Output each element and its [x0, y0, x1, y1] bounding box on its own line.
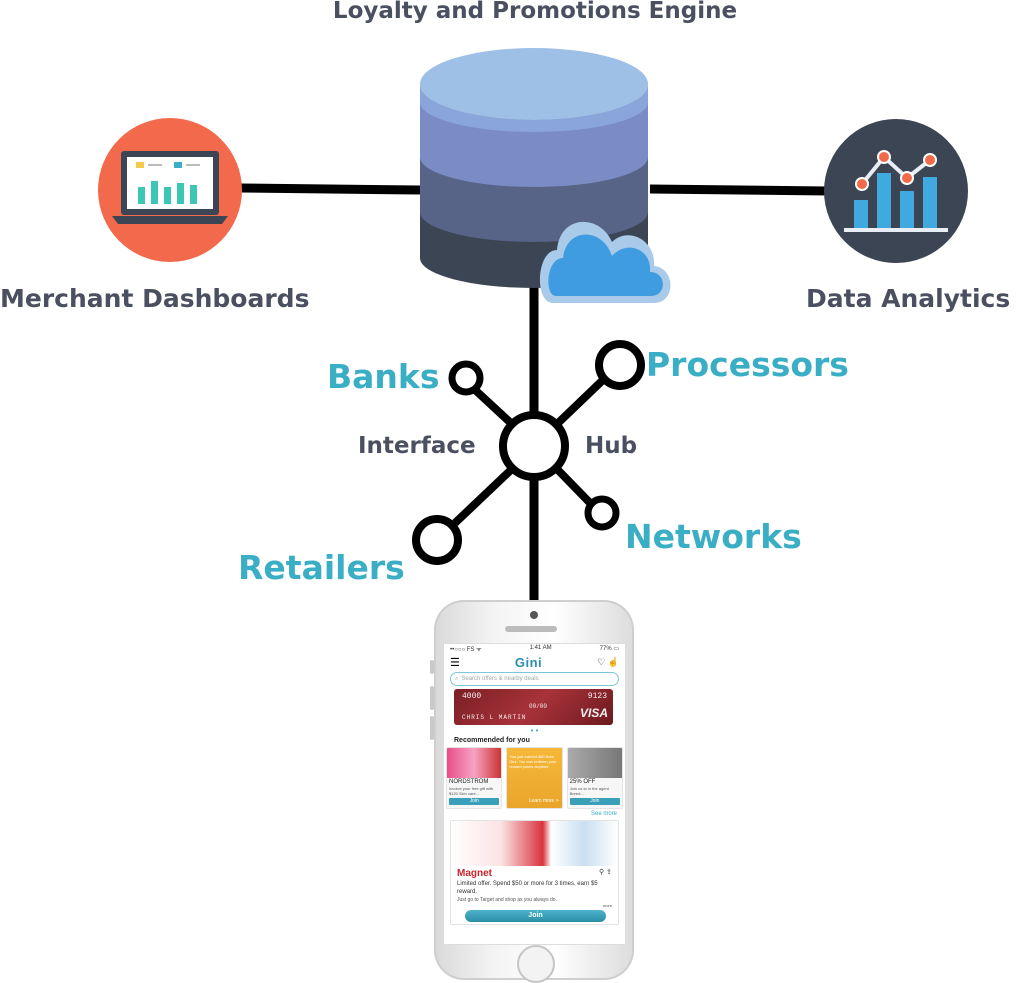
card-brand: VISA [579, 706, 608, 720]
status-bar: ••○○○ FS ᯤ 1:41 AM 77% ▭ [444, 644, 625, 655]
tile-desc: Join us to in the agent Breed... [569, 786, 609, 796]
offer-title: Magnet [457, 868, 492, 879]
phone-camera [530, 611, 538, 619]
offer-join-button[interactable]: Join [465, 910, 606, 922]
tile-join-button[interactable]: Join [449, 798, 500, 805]
networks-node [584, 495, 620, 531]
processors-label: Processors [646, 345, 849, 384]
search-input[interactable]: ⌕ Search offers & nearby deals [450, 672, 619, 686]
spoke-banks [470, 385, 516, 428]
search-placeholder: Search offers & nearby deals [461, 676, 539, 682]
carousel-dots: • • [530, 726, 539, 735]
banks-label: Banks [327, 357, 440, 396]
app-bar: ☰ Gini ♡ ☝ [444, 654, 625, 670]
banks-node [448, 360, 484, 396]
card-expiry: 00/00 [529, 703, 548, 710]
connector-left [239, 183, 421, 195]
retailers-label: Retailers [238, 548, 405, 587]
tile-join-button[interactable]: Join [569, 798, 620, 805]
location-icon[interactable]: ⚲ [599, 869, 605, 876]
data-analytics-label: Data Analytics [806, 284, 1011, 313]
search-icon: ⌕ [455, 675, 459, 682]
phone-screen: ••○○○ FS ᯤ 1:41 AM 77% ▭ ☰ Gini ♡ ☝ ⌕ Se… [443, 643, 626, 945]
hub-label-right: Hub [585, 433, 638, 459]
card-holder: CHRIS L MARTIN [462, 714, 527, 721]
tile-learn-more[interactable]: Learn more > [528, 798, 559, 804]
tile-brand: 25% OFF [569, 779, 596, 785]
cloud-icon [539, 221, 671, 303]
share-icon[interactable]: ⇪ [606, 869, 612, 876]
tile-image [447, 748, 502, 778]
tile-image [567, 748, 622, 778]
offer-image [451, 821, 618, 866]
recommended-tiles: NORDSTROM Invoice your free gift with $1… [446, 747, 623, 809]
tile-brand: NORDSTROM [449, 779, 489, 785]
spoke-processors [553, 375, 608, 428]
connector-right [649, 184, 829, 196]
networks-label: Networks [625, 517, 802, 556]
offer-description: Limited offer. Spend $50 or more for 3 t… [457, 881, 598, 895]
phone-speaker [505, 626, 557, 632]
see-more-link[interactable]: See more [590, 811, 617, 817]
engine-title: Loyalty and Promotions Engine [332, 0, 738, 24]
app-logo: Gini [514, 654, 543, 670]
battery-status: 77% ▭ [599, 646, 619, 652]
merchant-dashboard-icon [98, 118, 242, 262]
tile-discount[interactable]: 25% OFF Join us to in the agent Breed...… [566, 747, 623, 809]
hand-icon[interactable]: ☝ [607, 656, 619, 667]
status-time: 1:41 AM [529, 645, 552, 651]
hub-node [499, 411, 569, 481]
tile-desc: Invoice your free gift with $120 Skin ca… [449, 786, 494, 796]
spoke-networks [553, 465, 595, 508]
spoke-retailers [452, 465, 516, 526]
retailers-node [412, 515, 462, 565]
phone-volume-up [430, 686, 434, 710]
heart-icon[interactable]: ♡ [597, 656, 606, 667]
menu-icon[interactable]: ☰ [450, 656, 460, 669]
tile-desc: You just earned $50 from Gini. You can r… [509, 754, 557, 769]
tile-nordstrom[interactable]: NORDSTROM Invoice your free gift with $1… [446, 747, 503, 809]
offer-detail: Just go to Target and shop as you always… [457, 897, 557, 903]
phone-mute-switch [430, 660, 434, 674]
card-number-start: 4000 [462, 692, 482, 701]
data-analytics-icon [824, 119, 968, 263]
offer-more-link[interactable]: more [602, 903, 612, 908]
phone-volume-down [430, 716, 434, 740]
recommended-heading: Recommended for you [454, 737, 530, 744]
hub-label-left: Interface [358, 433, 476, 459]
card-number-end: 9123 [587, 692, 607, 701]
merchant-dashboards-label: Merchant Dashboards [0, 284, 310, 313]
carrier-signal: ••○○○ FS ᯤ [450, 647, 482, 653]
home-button[interactable] [517, 945, 555, 983]
tile-reward[interactable]: You just earned $50 from Gini. You can r… [506, 747, 563, 809]
processors-node [595, 340, 645, 390]
offer-card[interactable]: Magnet ⚲ ⇪ Limited offer. Spend $50 or m… [450, 820, 619, 925]
payment-card[interactable]: 4000 9123 00/00 CHRIS L MARTIN VISA [454, 689, 613, 725]
